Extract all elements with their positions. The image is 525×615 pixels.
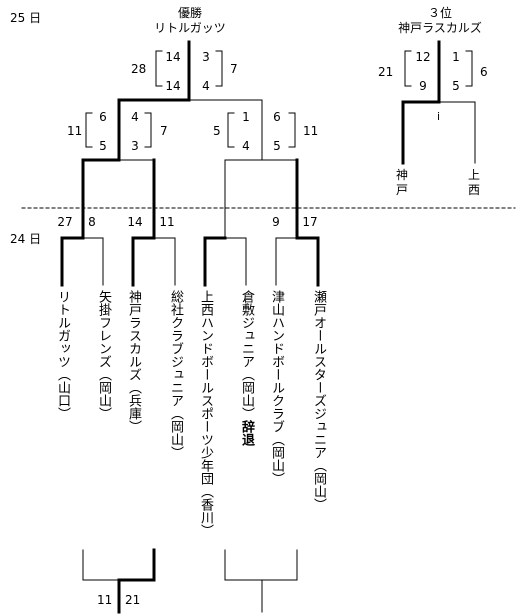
- third-right-half-1: 1: [452, 50, 460, 64]
- champion-team: リトルガッツ: [154, 21, 226, 35]
- team-pref: （岡山）: [168, 407, 183, 459]
- team-name: 総社クラブジュニア: [168, 290, 183, 407]
- semi-left-left-total: 11: [67, 124, 83, 138]
- semi-left-right-half-1: 4: [131, 110, 139, 124]
- team-entry: 神戸ラスカルズ（兵庫）: [125, 290, 141, 433]
- final-right-half-1: 3: [202, 50, 210, 64]
- champion-caption: 優勝: [177, 6, 202, 20]
- round1-score: 14: [127, 215, 143, 229]
- team-name: 上西ハンドボールスポーツ少年団: [198, 290, 213, 485]
- team-entry: 倉敷ジュニア（岡山）辞退: [238, 290, 254, 446]
- semi-left-left-half-1: 6: [99, 110, 107, 124]
- third-place-caption: ３位: [427, 6, 452, 20]
- semi-left-right-half-2: 3: [131, 139, 139, 153]
- third-side-right-1: 上: [468, 168, 481, 182]
- team-entry: 津山ハンドボールクラブ（岡山）: [268, 290, 284, 485]
- team-entry: 総社クラブジュニア（岡山）: [167, 290, 183, 459]
- third-marker: i: [437, 110, 441, 123]
- third-right-total: 6: [480, 65, 488, 79]
- third-left-half-1: 12: [415, 50, 431, 64]
- semi-right-right-total: 11: [303, 124, 319, 138]
- semi-right-right-half-1: 6: [273, 110, 281, 124]
- team-entry: 上西ハンドボールスポーツ少年団（香川）: [197, 290, 213, 537]
- team-pref: （岡山）: [269, 433, 284, 485]
- semi-left-left-half-2: 5: [99, 139, 107, 153]
- semi-right-left-total: 5: [213, 124, 221, 138]
- day-label-25: 25 日: [10, 11, 42, 25]
- team-pref: （香川）: [198, 485, 213, 537]
- final-right-total: 7: [230, 62, 238, 76]
- third-place-team: 神戸ラスカルズ: [398, 21, 482, 35]
- team-entry: リトルガッツ（山口）: [54, 290, 70, 420]
- final-left-half-2: 14: [165, 79, 181, 93]
- team-pref: （岡山）: [96, 368, 111, 420]
- final-left-half-1: 14: [165, 50, 181, 64]
- team-entry: 瀬戸オールスターズジュニア（岡山）: [310, 290, 326, 511]
- semi-left-right-total: 7: [160, 124, 168, 138]
- day-label-24: 24 日: [10, 232, 42, 246]
- third-side-right-2: 西: [468, 183, 481, 197]
- round1-score: 11: [159, 215, 175, 229]
- third-left-total: 21: [378, 65, 394, 79]
- final-right-half-2: 4: [202, 79, 210, 93]
- bottom-score-left: 11: [97, 593, 113, 607]
- team-name: 瀬戸オールスターズジュニア: [311, 290, 326, 459]
- semi-right-left-half-1: 1: [242, 110, 250, 124]
- team-name: 神戸ラスカルズ: [126, 290, 141, 381]
- semi-right-left-half-2: 4: [242, 139, 250, 153]
- final-left-total: 28: [131, 62, 147, 76]
- round1-score: 17: [302, 215, 318, 229]
- team-pref: （岡山）: [239, 368, 254, 420]
- team-name: 倉敷ジュニア: [239, 290, 254, 368]
- third-side-left-2: 戸: [396, 183, 409, 197]
- team-pref: （山口）: [55, 368, 70, 420]
- round1-score: 8: [88, 215, 96, 229]
- third-side-left-1: 神: [396, 168, 409, 182]
- team-pref: （兵庫）: [126, 381, 141, 433]
- team-name: リトルガッツ: [55, 290, 70, 368]
- team-entry: 矢掛フレンズ（岡山）: [95, 290, 111, 420]
- round1-score: 9: [272, 215, 280, 229]
- third-right-half-2: 5: [452, 79, 460, 93]
- round1-score: 27: [57, 215, 73, 229]
- third-left-half-2: 9: [419, 79, 427, 93]
- bottom-score-right: 21: [125, 593, 141, 607]
- team-name: 津山ハンドボールクラブ: [269, 290, 284, 433]
- withdrawn-note: 辞退: [239, 420, 254, 446]
- semi-right-right-half-2: 5: [273, 139, 281, 153]
- team-name: 矢掛フレンズ: [96, 290, 111, 368]
- team-pref: （岡山）: [311, 459, 326, 511]
